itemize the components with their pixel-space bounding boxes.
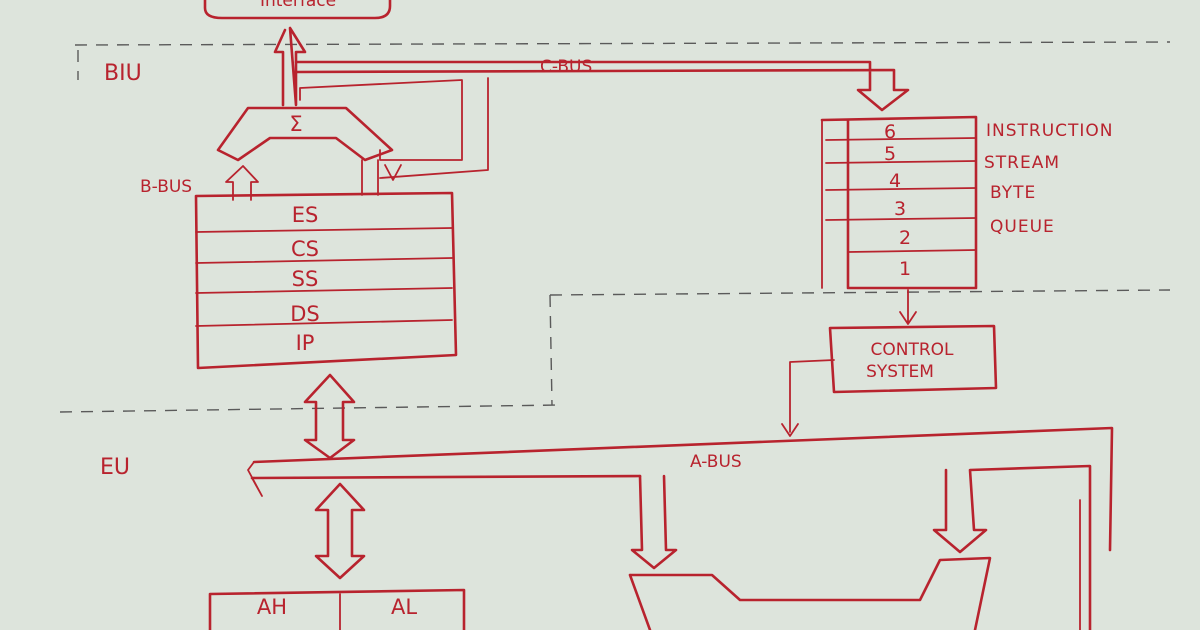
- segment-register-block: ES CS SS DS IP: [194, 191, 458, 370]
- register-al: AL: [391, 595, 417, 619]
- b-bus: B-BUS: [140, 165, 259, 201]
- biu-eu-double-arrow: [303, 373, 356, 460]
- biu-label: BIU: [104, 61, 142, 86]
- queue-byte-1: 1: [899, 258, 911, 280]
- b-bus-label: B-BUS: [140, 177, 192, 197]
- biu-top-separator: [74, 41, 1171, 46]
- register-es: ES: [292, 203, 319, 227]
- control-system: CONTROL SYSTEM: [828, 324, 998, 394]
- mid-vertical-separator: [549, 294, 553, 406]
- queue-byte-5: 5: [884, 143, 896, 165]
- register-ss: SS: [292, 267, 319, 291]
- alu-body: [628, 556, 992, 630]
- a-bus-label: A-BUS: [690, 452, 742, 472]
- svg-text:STREAM: STREAM: [984, 153, 1060, 173]
- sum-arrow-head: [384, 164, 402, 181]
- svg-text:INSTRUCTION: INSTRUCTION: [986, 121, 1114, 141]
- register-ds: DS: [290, 302, 320, 326]
- register-cs: CS: [291, 237, 319, 261]
- summing-unit: Σ: [216, 106, 394, 162]
- abus-to-registers-arrow: [314, 482, 366, 580]
- a-bus: A-BUS: [247, 426, 1114, 552]
- interface-label: Interface: [260, 0, 336, 11]
- biu-right-separator: [549, 289, 1171, 296]
- c-bus-label: C-BUS: [540, 57, 592, 77]
- eu-label: EU: [100, 455, 130, 480]
- queue-byte-6: 6: [884, 121, 896, 143]
- svg-text:QUEUE: QUEUE: [990, 217, 1055, 237]
- general-registers: AH AL: [208, 588, 466, 630]
- sigma-label: Σ: [289, 112, 302, 136]
- reg-to-sum-connector: [361, 159, 379, 196]
- instruction-queue: 6 5 4 3 2 1: [820, 115, 978, 290]
- svg-text:BYTE: BYTE: [990, 183, 1036, 203]
- c-bus: C-BUS: [294, 57, 910, 112]
- control-to-abus: [781, 359, 835, 437]
- cbus-to-sum-path: [379, 77, 489, 179]
- register-ah: AH: [257, 595, 287, 619]
- queue-caption: INSTRUCTION STREAM BYTE QUEUE: [984, 121, 1114, 237]
- biu-eu-separator: [59, 404, 561, 413]
- queue-to-control-arrow: [899, 289, 917, 325]
- queue-byte-2: 2: [899, 227, 911, 249]
- control-system-line2: SYSTEM: [866, 362, 934, 382]
- abus-to-alu-right: [932, 464, 1092, 630]
- register-ip: IP: [296, 331, 315, 355]
- interface-arrow: [273, 26, 307, 107]
- abus-to-alu-left: [630, 474, 678, 570]
- queue-byte-4: 4: [889, 170, 901, 192]
- queue-byte-3: 3: [894, 198, 906, 220]
- sum-feedback-path: [299, 79, 463, 161]
- interface-box: Interface: [203, 0, 392, 20]
- control-system-line1: CONTROL: [870, 340, 954, 360]
